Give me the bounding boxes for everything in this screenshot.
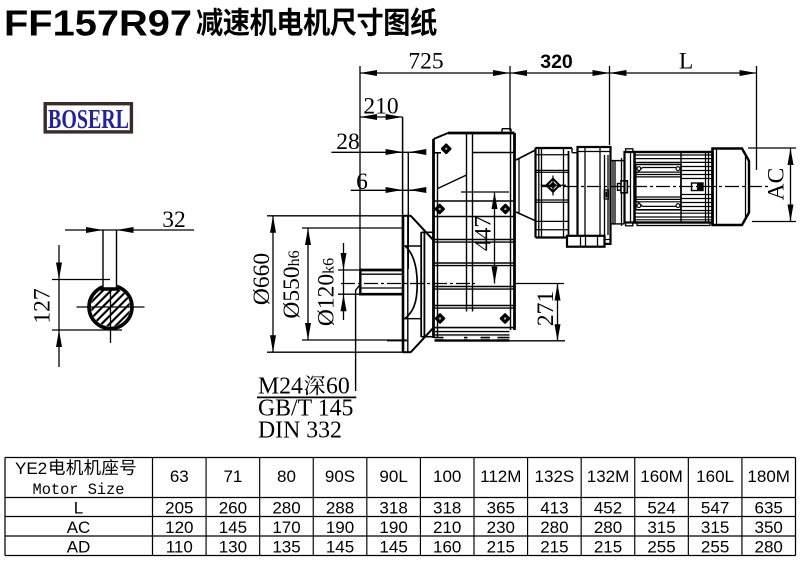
svg-text:Motor Size: Motor Size xyxy=(33,481,125,499)
svg-text:135: 135 xyxy=(272,538,300,557)
svg-text:271: 271 xyxy=(533,291,559,326)
svg-text:280: 280 xyxy=(594,518,622,537)
svg-text:190: 190 xyxy=(379,518,407,537)
svg-text:230: 230 xyxy=(487,518,515,537)
svg-text:255: 255 xyxy=(647,538,675,557)
svg-text:90S: 90S xyxy=(325,467,355,486)
svg-text:145: 145 xyxy=(219,518,247,537)
svg-text:112M: 112M xyxy=(480,467,521,486)
svg-text:AC: AC xyxy=(764,168,790,201)
svg-text:80: 80 xyxy=(277,467,296,486)
svg-text:280: 280 xyxy=(540,518,568,537)
svg-text:71: 71 xyxy=(223,467,242,486)
svg-text:60: 60 xyxy=(326,374,350,400)
svg-text:120: 120 xyxy=(165,518,193,537)
svg-text:AD: AD xyxy=(67,538,91,557)
svg-text:180M: 180M xyxy=(747,467,790,486)
svg-text:28: 28 xyxy=(336,129,360,155)
svg-text:320: 320 xyxy=(540,51,573,73)
svg-text:413: 413 xyxy=(540,499,568,518)
svg-text:210: 210 xyxy=(363,94,398,120)
svg-text:AC: AC xyxy=(67,518,91,537)
svg-text:L: L xyxy=(679,49,693,75)
svg-text:110: 110 xyxy=(166,538,193,557)
svg-text:210: 210 xyxy=(433,518,461,537)
svg-text:63: 63 xyxy=(170,467,189,486)
svg-text:365: 365 xyxy=(487,499,515,518)
svg-text:160M: 160M xyxy=(640,467,683,486)
svg-text:100: 100 xyxy=(433,467,461,486)
svg-text:127: 127 xyxy=(30,288,56,324)
svg-text:635: 635 xyxy=(755,499,783,518)
svg-text:YE2: YE2 xyxy=(15,459,47,478)
svg-text:452: 452 xyxy=(594,499,622,518)
svg-text:160L: 160L xyxy=(696,467,734,486)
svg-text:205: 205 xyxy=(165,499,193,518)
svg-text:260: 260 xyxy=(219,499,247,518)
svg-text:145: 145 xyxy=(326,538,354,557)
svg-text:160: 160 xyxy=(433,538,461,557)
svg-text:M24: M24 xyxy=(258,374,303,400)
svg-text:132M: 132M xyxy=(587,467,630,486)
svg-text:132S: 132S xyxy=(535,467,575,486)
svg-text:DIN 332: DIN 332 xyxy=(258,418,342,444)
svg-text:130: 130 xyxy=(219,538,247,557)
svg-text:Ø120k6: Ø120k6 xyxy=(314,258,340,326)
svg-text:288: 288 xyxy=(326,499,354,518)
svg-text:Ø550h6: Ø550h6 xyxy=(279,250,305,318)
svg-text:315: 315 xyxy=(647,518,675,537)
svg-text:L: L xyxy=(74,499,83,518)
svg-text:145: 145 xyxy=(379,538,407,557)
svg-text:Ø660: Ø660 xyxy=(249,253,275,305)
svg-text:90L: 90L xyxy=(379,467,407,486)
svg-text:725: 725 xyxy=(408,49,443,75)
svg-text:190: 190 xyxy=(326,518,354,537)
svg-text:BOSERL: BOSERL xyxy=(48,104,129,134)
svg-text:215: 215 xyxy=(487,538,515,557)
svg-text:32: 32 xyxy=(162,207,186,233)
svg-text:215: 215 xyxy=(540,538,568,557)
svg-text:318: 318 xyxy=(433,499,461,518)
svg-text:318: 318 xyxy=(379,499,407,518)
svg-text:GB/T 145: GB/T 145 xyxy=(258,396,353,422)
svg-text:547: 547 xyxy=(701,499,729,518)
svg-text:FF157R97: FF157R97 xyxy=(4,3,192,44)
svg-text:447: 447 xyxy=(471,216,497,252)
svg-text:6: 6 xyxy=(356,169,368,195)
svg-text:350: 350 xyxy=(755,518,783,537)
svg-text:280: 280 xyxy=(755,538,783,557)
svg-text:255: 255 xyxy=(701,538,729,557)
svg-text:215: 215 xyxy=(594,538,622,557)
svg-text:524: 524 xyxy=(647,499,675,518)
svg-text:170: 170 xyxy=(272,518,300,537)
svg-text:280: 280 xyxy=(272,499,300,518)
svg-text:315: 315 xyxy=(701,518,729,537)
